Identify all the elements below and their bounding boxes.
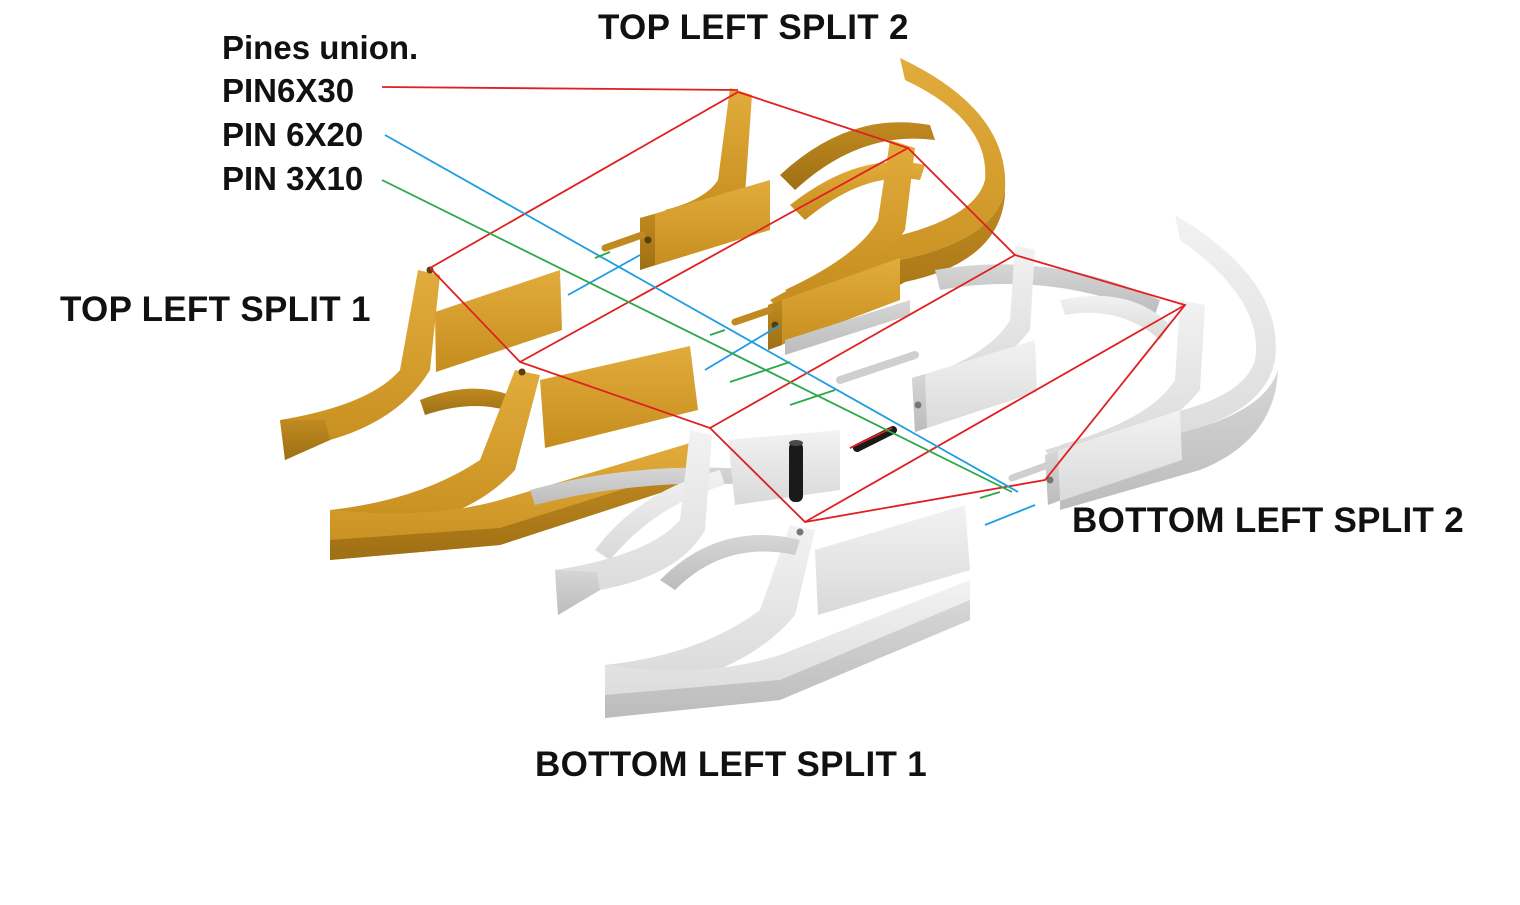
pin-horizontal bbox=[853, 426, 897, 452]
loose-pins bbox=[789, 426, 897, 502]
pin6x30-connection-low bbox=[804, 304, 1186, 523]
pin6x20-tick-c bbox=[984, 504, 1036, 526]
pin6x30-connection-inner bbox=[519, 147, 909, 363]
label-top-left-split-1: TOP LEFT SPLIT 1 bbox=[60, 290, 371, 329]
pin3x10-tick-e bbox=[979, 491, 1001, 499]
legend-title: Pines union. bbox=[222, 29, 419, 66]
label-bottom-left-split-2: BOTTOM LEFT SPLIT 2 bbox=[1072, 501, 1464, 540]
pin6x30-connection-top bbox=[429, 91, 1187, 523]
pin3x10-tick-a bbox=[594, 251, 611, 259]
label-top-left-split-2: TOP LEFT SPLIT 2 bbox=[598, 8, 909, 47]
pin6x20-tick-a bbox=[567, 254, 641, 296]
legend-item-pin6x20: PIN 6X20 bbox=[222, 116, 364, 153]
pin6x30-connection-mid bbox=[709, 254, 1016, 429]
legend-item-pin3x10: PIN 3X10 bbox=[222, 160, 364, 197]
pin-vertical bbox=[789, 442, 803, 502]
pin6x30-leader-line bbox=[381, 86, 739, 91]
pin3x10-leader-line bbox=[381, 179, 1013, 493]
bottom-left-split-1-part bbox=[530, 430, 970, 718]
legend-item-pin6x30: PIN6X30 bbox=[222, 72, 355, 109]
pin6x20-leader-line bbox=[384, 134, 1019, 493]
pin-connection-lines bbox=[381, 86, 1187, 526]
pin6x20-tick-b bbox=[704, 324, 781, 371]
pin3x10-tick-b bbox=[709, 329, 726, 336]
pin6x30-connection-short bbox=[849, 427, 893, 449]
pin3x10-tick-d bbox=[789, 389, 836, 406]
top-left-split-2-part bbox=[601, 58, 1006, 350]
label-bottom-left-split-1: BOTTOM LEFT SPLIT 1 bbox=[535, 745, 927, 784]
pin3x10-tick-c bbox=[729, 361, 791, 383]
bottom-left-split-2-part bbox=[785, 215, 1278, 510]
